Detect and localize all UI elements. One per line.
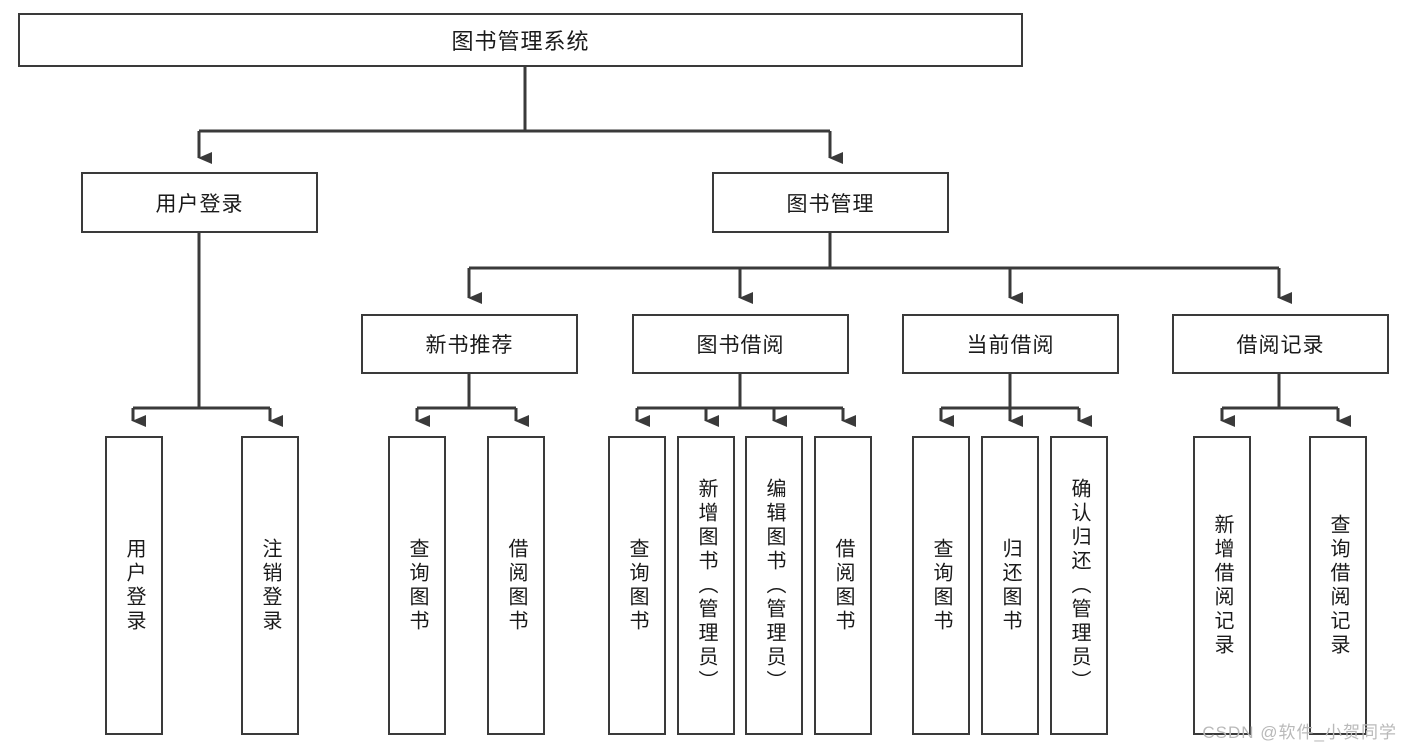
leaf-label: 用户登录	[123, 537, 145, 634]
leaf-user-login[interactable]: 用户登录	[105, 436, 163, 735]
node-user-login[interactable]: 用户登录	[81, 172, 318, 233]
node-label: 新书推荐	[425, 334, 514, 357]
node-book-borrow[interactable]: 图书借阅	[632, 314, 849, 374]
node-borrow-record[interactable]: 借阅记录	[1172, 314, 1389, 374]
leaf-label: 查询图书	[626, 537, 648, 634]
leaf-return-book[interactable]: 归还图书	[981, 436, 1039, 735]
node-label: 图书借阅	[696, 334, 785, 357]
leaf-label: 借阅图书	[505, 537, 527, 634]
leaf-label: 查询借阅记录	[1327, 513, 1349, 658]
leaf-query-book-borrow[interactable]: 查询图书	[608, 436, 666, 735]
leaf-label: 编辑图书（管理员）	[763, 477, 785, 694]
leaf-edit-book-admin[interactable]: 编辑图书（管理员）	[745, 436, 803, 735]
node-root-system[interactable]: 图书管理系统	[18, 13, 1023, 67]
node-book-management[interactable]: 图书管理	[712, 172, 949, 233]
leaf-confirm-return-admin[interactable]: 确认归还（管理员）	[1050, 436, 1108, 735]
leaf-borrow-book-recommend[interactable]: 借阅图书	[487, 436, 545, 735]
leaf-label: 注销登录	[259, 537, 281, 634]
leaf-add-book-admin[interactable]: 新增图书（管理员）	[677, 436, 735, 735]
leaf-label: 归还图书	[999, 537, 1021, 634]
leaf-label: 确认归还（管理员）	[1068, 477, 1090, 694]
leaf-add-borrow-record[interactable]: 新增借阅记录	[1193, 436, 1251, 735]
leaf-label: 查询图书	[406, 537, 428, 634]
node-current-borrow[interactable]: 当前借阅	[902, 314, 1119, 374]
leaf-borrow-book[interactable]: 借阅图书	[814, 436, 872, 735]
node-root-label: 图书管理系统	[451, 29, 590, 54]
leaf-query-book-current[interactable]: 查询图书	[912, 436, 970, 735]
node-label: 图书管理	[786, 192, 875, 216]
leaf-label: 新增借阅记录	[1211, 513, 1233, 658]
node-label: 当前借阅	[966, 334, 1055, 357]
node-label: 用户登录	[155, 192, 244, 216]
node-label: 借阅记录	[1236, 334, 1325, 357]
leaf-label: 新增图书（管理员）	[695, 477, 717, 694]
leaf-label: 查询图书	[930, 537, 952, 634]
watermark-text: CSDN @软件_小贺同学	[1202, 723, 1397, 742]
node-new-book-recommend[interactable]: 新书推荐	[361, 314, 578, 374]
leaf-query-borrow-record[interactable]: 查询借阅记录	[1309, 436, 1367, 735]
leaf-label: 借阅图书	[832, 537, 854, 634]
leaf-query-book-recommend[interactable]: 查询图书	[388, 436, 446, 735]
leaf-logout[interactable]: 注销登录	[241, 436, 299, 735]
